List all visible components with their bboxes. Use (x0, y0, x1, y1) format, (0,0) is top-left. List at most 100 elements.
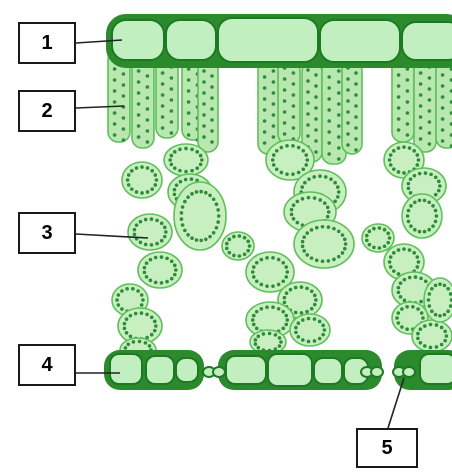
chloroplast (284, 275, 288, 279)
chloroplast (133, 228, 137, 232)
chloroplast (441, 95, 445, 99)
chloroplast (150, 243, 154, 247)
chloroplast (292, 71, 296, 75)
chloroplast (187, 89, 191, 93)
chloroplast (262, 332, 266, 336)
chloroplast (354, 93, 358, 97)
chloroplast (314, 84, 318, 88)
chloroplast (307, 340, 311, 344)
chloroplast (327, 141, 331, 145)
chloroplast (291, 172, 295, 176)
chloroplast (408, 248, 412, 252)
chloroplast (312, 175, 316, 179)
chloroplast (183, 229, 187, 233)
chloroplast (202, 102, 206, 106)
chloroplast (337, 113, 341, 117)
chloroplast (268, 332, 272, 336)
chloroplast (170, 109, 174, 113)
chloroplast (274, 333, 278, 337)
chloroplast (318, 320, 322, 324)
chloroplast (435, 214, 439, 218)
chloroplast (149, 258, 153, 262)
chloroplast (238, 254, 242, 258)
chloroplast (284, 323, 288, 327)
chloroplast (419, 115, 423, 119)
chloroplast (204, 237, 208, 241)
chloroplast (263, 97, 267, 101)
chloroplast (154, 281, 158, 285)
chloroplast (327, 130, 331, 134)
chloroplast (321, 333, 325, 337)
chloroplast (153, 320, 157, 324)
chloroplast (280, 171, 284, 175)
chloroplast (208, 194, 212, 198)
chloroplast (150, 187, 154, 191)
chloroplast (123, 322, 127, 326)
chloroplast (145, 275, 149, 279)
chloroplast (300, 285, 304, 289)
chloroplast (307, 317, 311, 321)
chloroplast (144, 243, 148, 247)
chloroplast (187, 100, 191, 104)
chloroplast (326, 215, 330, 219)
chloroplast (145, 261, 149, 265)
chloroplast (202, 91, 206, 95)
chloroplast (409, 177, 413, 181)
chloroplast (202, 69, 206, 73)
chloroplast (443, 339, 447, 343)
chloroplast (337, 190, 341, 194)
chloroplast (399, 295, 403, 299)
chloroplast (289, 288, 293, 292)
chloroplast (281, 279, 285, 283)
chloroplast (395, 316, 399, 320)
chloroplast (416, 307, 420, 311)
chloroplast (254, 338, 258, 342)
chloroplast (283, 132, 287, 136)
chloroplast (327, 225, 331, 229)
chloroplast (113, 100, 117, 104)
chloroplast (271, 284, 275, 288)
chloroplast (160, 281, 164, 285)
chloroplast (306, 90, 310, 94)
upper-epidermis-cell (320, 20, 400, 62)
chloroplast (438, 184, 442, 188)
chloroplast (175, 183, 179, 187)
chloroplast (272, 153, 276, 157)
chloroplast (243, 252, 247, 256)
chloroplast (408, 276, 412, 280)
chloroplast (150, 217, 154, 221)
guard-cell (371, 367, 383, 377)
chloroplast (440, 343, 444, 347)
chloroplast (428, 304, 432, 308)
chloroplast (337, 124, 341, 128)
chloroplast (285, 270, 289, 274)
chloroplast (285, 318, 289, 322)
chloroplast (337, 255, 341, 259)
chloroplast (294, 286, 298, 290)
chloroplast (434, 220, 438, 224)
chloroplast (417, 158, 421, 162)
lower-epidermis-cell (176, 358, 198, 382)
chloroplast (412, 251, 416, 255)
chloroplast (397, 128, 401, 132)
chloroplast (306, 123, 310, 127)
chloroplast (408, 146, 412, 150)
chloroplast (170, 131, 174, 135)
chloroplast (418, 230, 422, 234)
chloroplast (441, 139, 445, 143)
lower-epidermis-cell (226, 356, 266, 384)
chloroplast (260, 258, 264, 262)
chloroplast (434, 175, 438, 179)
chloroplast (315, 258, 319, 262)
chloroplast (246, 240, 250, 244)
chloroplast (265, 305, 269, 309)
chloroplast (434, 209, 438, 213)
chloroplast (204, 191, 208, 195)
chloroplast (202, 113, 206, 117)
chloroplast (443, 284, 447, 288)
chloroplast (150, 169, 154, 173)
chloroplast (277, 307, 281, 311)
chloroplast (179, 180, 183, 184)
chloroplast (294, 311, 298, 315)
chloroplast (127, 183, 131, 187)
